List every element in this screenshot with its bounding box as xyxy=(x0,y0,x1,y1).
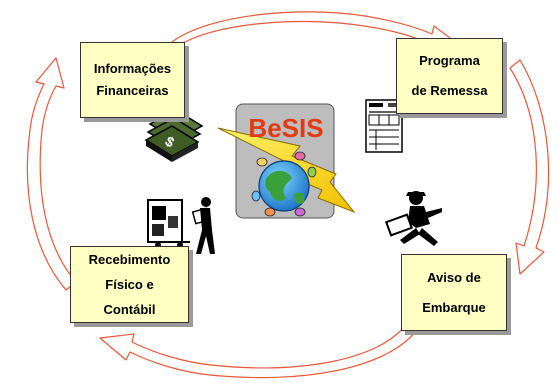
besis-logo-text: BeSIS xyxy=(248,113,324,143)
people-ring-icon xyxy=(251,151,317,217)
node-recebimento-fisico-contabil: Recebimento Físico e Contábil xyxy=(70,246,189,323)
node-label-line: Programa xyxy=(419,53,480,68)
node-aviso-de-embarque: Aviso de Embarque xyxy=(401,254,507,331)
money-stack-icon: $ xyxy=(144,109,204,162)
node-label-line: Aviso de xyxy=(427,269,481,285)
arrow-bottom xyxy=(99,321,421,379)
arrow-left xyxy=(26,57,77,291)
node-informacoes-financeiras: Informações Financeiras xyxy=(80,42,185,118)
besis-logo xyxy=(217,103,356,219)
node-label-line: Contábil xyxy=(103,302,156,317)
node-label-line: Embarque xyxy=(422,299,486,315)
document-form-icon xyxy=(365,99,403,153)
cycle-arrows xyxy=(26,11,550,379)
arrow-right xyxy=(509,59,550,275)
node-label-line: Informações xyxy=(93,61,172,76)
node-label-line: Recebimento xyxy=(88,252,171,267)
delivery-worker-icon xyxy=(147,197,215,254)
node-programa-de-remessa: Programa de Remessa xyxy=(396,38,503,114)
node-label-line: de Remessa xyxy=(411,83,488,98)
node-label-line: Financeiras xyxy=(96,83,169,98)
node-label-line: Físico e xyxy=(105,277,154,292)
running-courier-icon xyxy=(384,191,442,246)
